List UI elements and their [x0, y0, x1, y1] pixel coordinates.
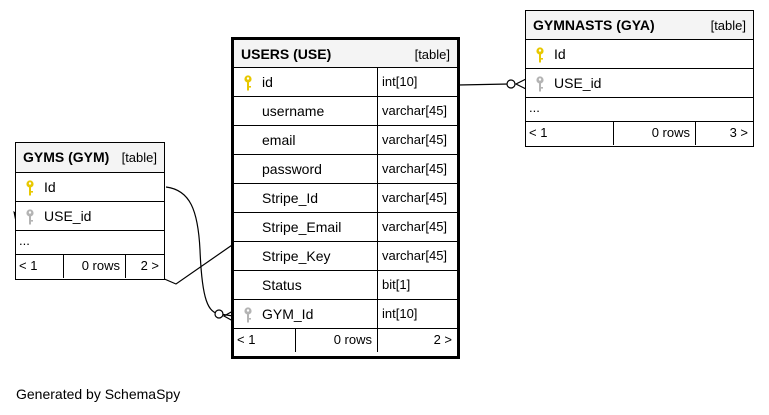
relation-gymnasts-users	[457, 83, 511, 86]
column-name: username	[262, 103, 325, 119]
users-table-header: USERS (USE) [table]	[234, 40, 457, 68]
users-columns: id int[10] username varchar[45] email varchar…	[234, 68, 457, 329]
relation-users-gym-zero-marker	[214, 309, 224, 319]
table-kind: [table]	[414, 47, 450, 62]
column-type: varchar[45]	[377, 97, 457, 125]
column-row[interactable]: Stripe_Email varchar[45]	[234, 213, 457, 242]
relation-users-gym-crow-foot	[222, 310, 234, 322]
column-name: Id	[554, 46, 566, 62]
column-type: int[10]	[377, 300, 457, 328]
row-count: 0 rows	[63, 255, 125, 278]
column-type: varchar[45]	[377, 155, 457, 183]
ellipsis-text: ...	[529, 100, 540, 115]
ellipsis-text: ...	[19, 233, 30, 248]
column-name: Status	[262, 277, 302, 293]
table-title: GYMS (GYM)	[23, 149, 110, 165]
column-name: Id	[44, 179, 56, 195]
column-row[interactable]: GYM_Id int[10]	[234, 300, 457, 329]
parents-count[interactable]: < 1	[237, 332, 256, 347]
children-count[interactable]: 2 >	[125, 255, 164, 278]
column-row[interactable]: Status bit[1]	[234, 271, 457, 300]
parents-count[interactable]: < 1	[19, 258, 38, 273]
gymnasts-table-footer: < 1 0 rows 3 >	[526, 122, 753, 145]
column-row[interactable]: password varchar[45]	[234, 155, 457, 184]
foreign-key-icon	[244, 307, 252, 323]
column-name: USE_id	[44, 208, 92, 224]
row-count: 0 rows	[613, 122, 695, 145]
gyms-table-header: GYMS (GYM) [table]	[16, 143, 164, 173]
gymnasts-table-header: GYMNASTS (GYA) [table]	[526, 11, 753, 40]
more-columns: ...	[526, 98, 753, 122]
primary-key-icon	[536, 47, 544, 63]
foreign-key-icon	[536, 76, 544, 92]
relation-gymnasts-users-zero-marker	[506, 79, 516, 89]
column-row[interactable]: Id	[16, 173, 164, 202]
generated-by-caption: Generated by SchemaSpy	[16, 386, 181, 402]
column-row[interactable]: username varchar[45]	[234, 97, 457, 126]
parents-count[interactable]: < 1	[529, 125, 548, 140]
table-kind: [table]	[710, 18, 746, 33]
column-row[interactable]: USE_id	[16, 202, 164, 231]
relation-gymnasts-users-crow-foot	[514, 78, 527, 90]
column-name: password	[262, 161, 322, 177]
table-title: GYMNASTS (GYA)	[533, 17, 655, 33]
column-row[interactable]: id int[10]	[234, 68, 457, 97]
table-kind: [table]	[121, 150, 157, 165]
column-row[interactable]: USE_id	[526, 69, 753, 98]
column-row[interactable]: Stripe_Key varchar[45]	[234, 242, 457, 271]
primary-key-icon	[26, 180, 34, 196]
column-name: USE_id	[554, 75, 602, 91]
column-type: varchar[45]	[377, 242, 457, 270]
column-row[interactable]: email varchar[45]	[234, 126, 457, 155]
table-title: USERS (USE)	[241, 46, 332, 62]
column-name: Stripe_Id	[262, 190, 319, 206]
column-type: varchar[45]	[377, 184, 457, 212]
column-name: GYM_Id	[262, 306, 314, 322]
column-type: varchar[45]	[377, 126, 457, 154]
column-name: id	[262, 74, 273, 90]
foreign-key-icon	[26, 209, 34, 225]
users-table[interactable]: USERS (USE) [table] id int[10] username var…	[231, 37, 460, 359]
column-type: int[10]	[377, 68, 457, 96]
children-count[interactable]: 3 >	[695, 122, 753, 145]
primary-key-icon	[244, 75, 252, 91]
relation-users-gym	[165, 186, 234, 317]
column-row[interactable]: Stripe_Id varchar[45]	[234, 184, 457, 213]
more-columns: ...	[16, 231, 164, 255]
column-row[interactable]: Id	[526, 40, 753, 69]
column-name: Stripe_Email	[262, 219, 342, 235]
column-name: Stripe_Key	[262, 248, 331, 264]
children-count[interactable]: 2 >	[377, 329, 457, 352]
users-table-footer: < 1 0 rows 2 >	[234, 329, 457, 352]
gyms-table-footer: < 1 0 rows 2 >	[16, 255, 164, 278]
row-count: 0 rows	[295, 329, 377, 352]
column-type: bit[1]	[377, 271, 457, 299]
column-type: varchar[45]	[377, 213, 457, 241]
column-name: email	[262, 132, 296, 148]
